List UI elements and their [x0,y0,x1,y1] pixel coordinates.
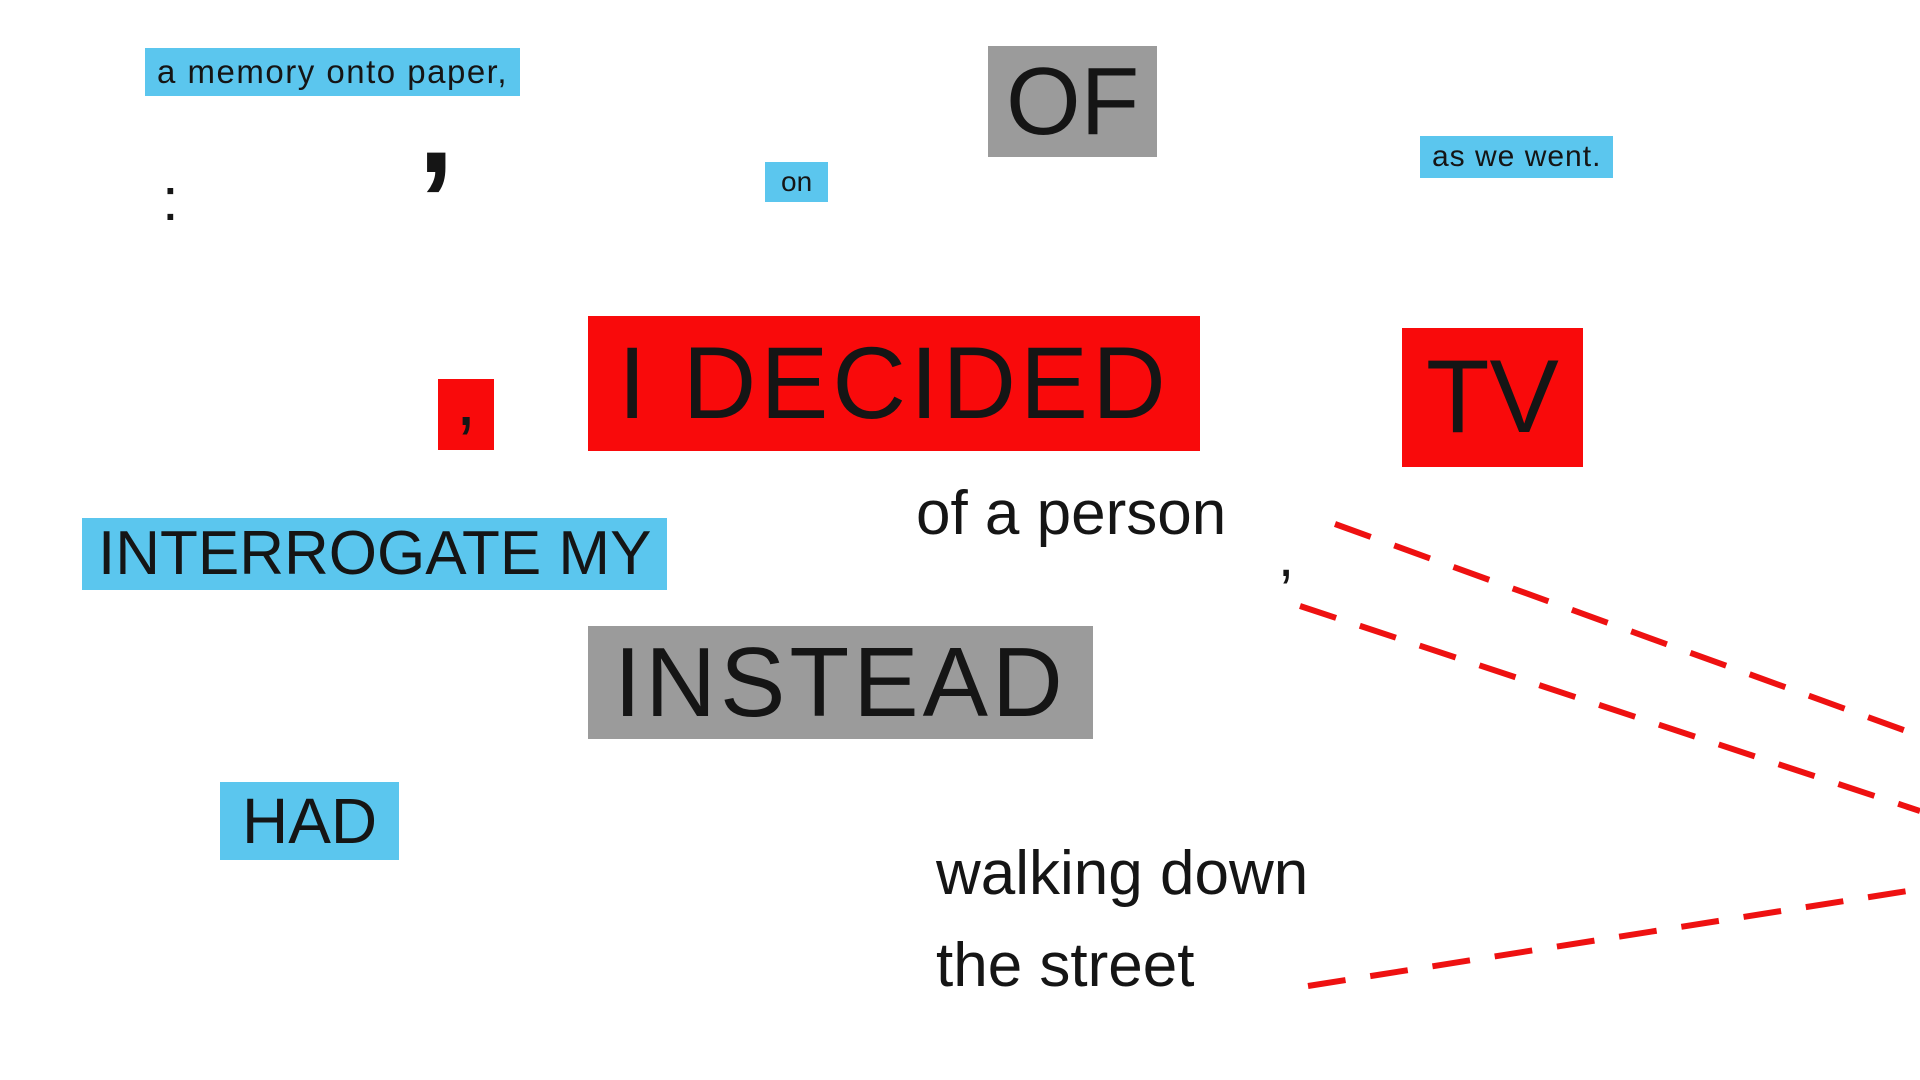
text-fragment-had: HAD [220,782,400,860]
text-fragment-on: on [765,162,829,202]
text-fragment-the-street: the street [936,931,1195,1000]
text-fragment-comma-red: , [438,363,494,450]
text-fragment-interrogate-my: INTERROGATE MY [82,518,668,590]
comma-glyph: , [455,358,477,441]
text-fragment-a-memory-onto-paper: a memory onto paper, [145,48,521,96]
text-fragment-of: OF [988,46,1158,157]
text-fragment-colon: : [162,166,179,233]
text-fragment-walking-down: walking down [936,839,1309,908]
dashed-line-from-comma [1299,603,1920,814]
text-fragment-i-decided: I DECIDED [588,316,1200,451]
dashed-line-from-of-a-person [1333,521,1920,739]
text-fragment-comma-top: , [418,54,455,200]
text-fragment-comma-mid: , [1278,524,1295,589]
text-fragment-instead: INSTEAD [588,626,1093,739]
text-fragment-of-a-person: of a person [916,479,1227,548]
text-fragment-as-we-went: as we went. [1420,136,1614,178]
dashed-line-from-the-street [1307,886,1920,989]
text-fragment-tv: TV [1402,328,1583,467]
